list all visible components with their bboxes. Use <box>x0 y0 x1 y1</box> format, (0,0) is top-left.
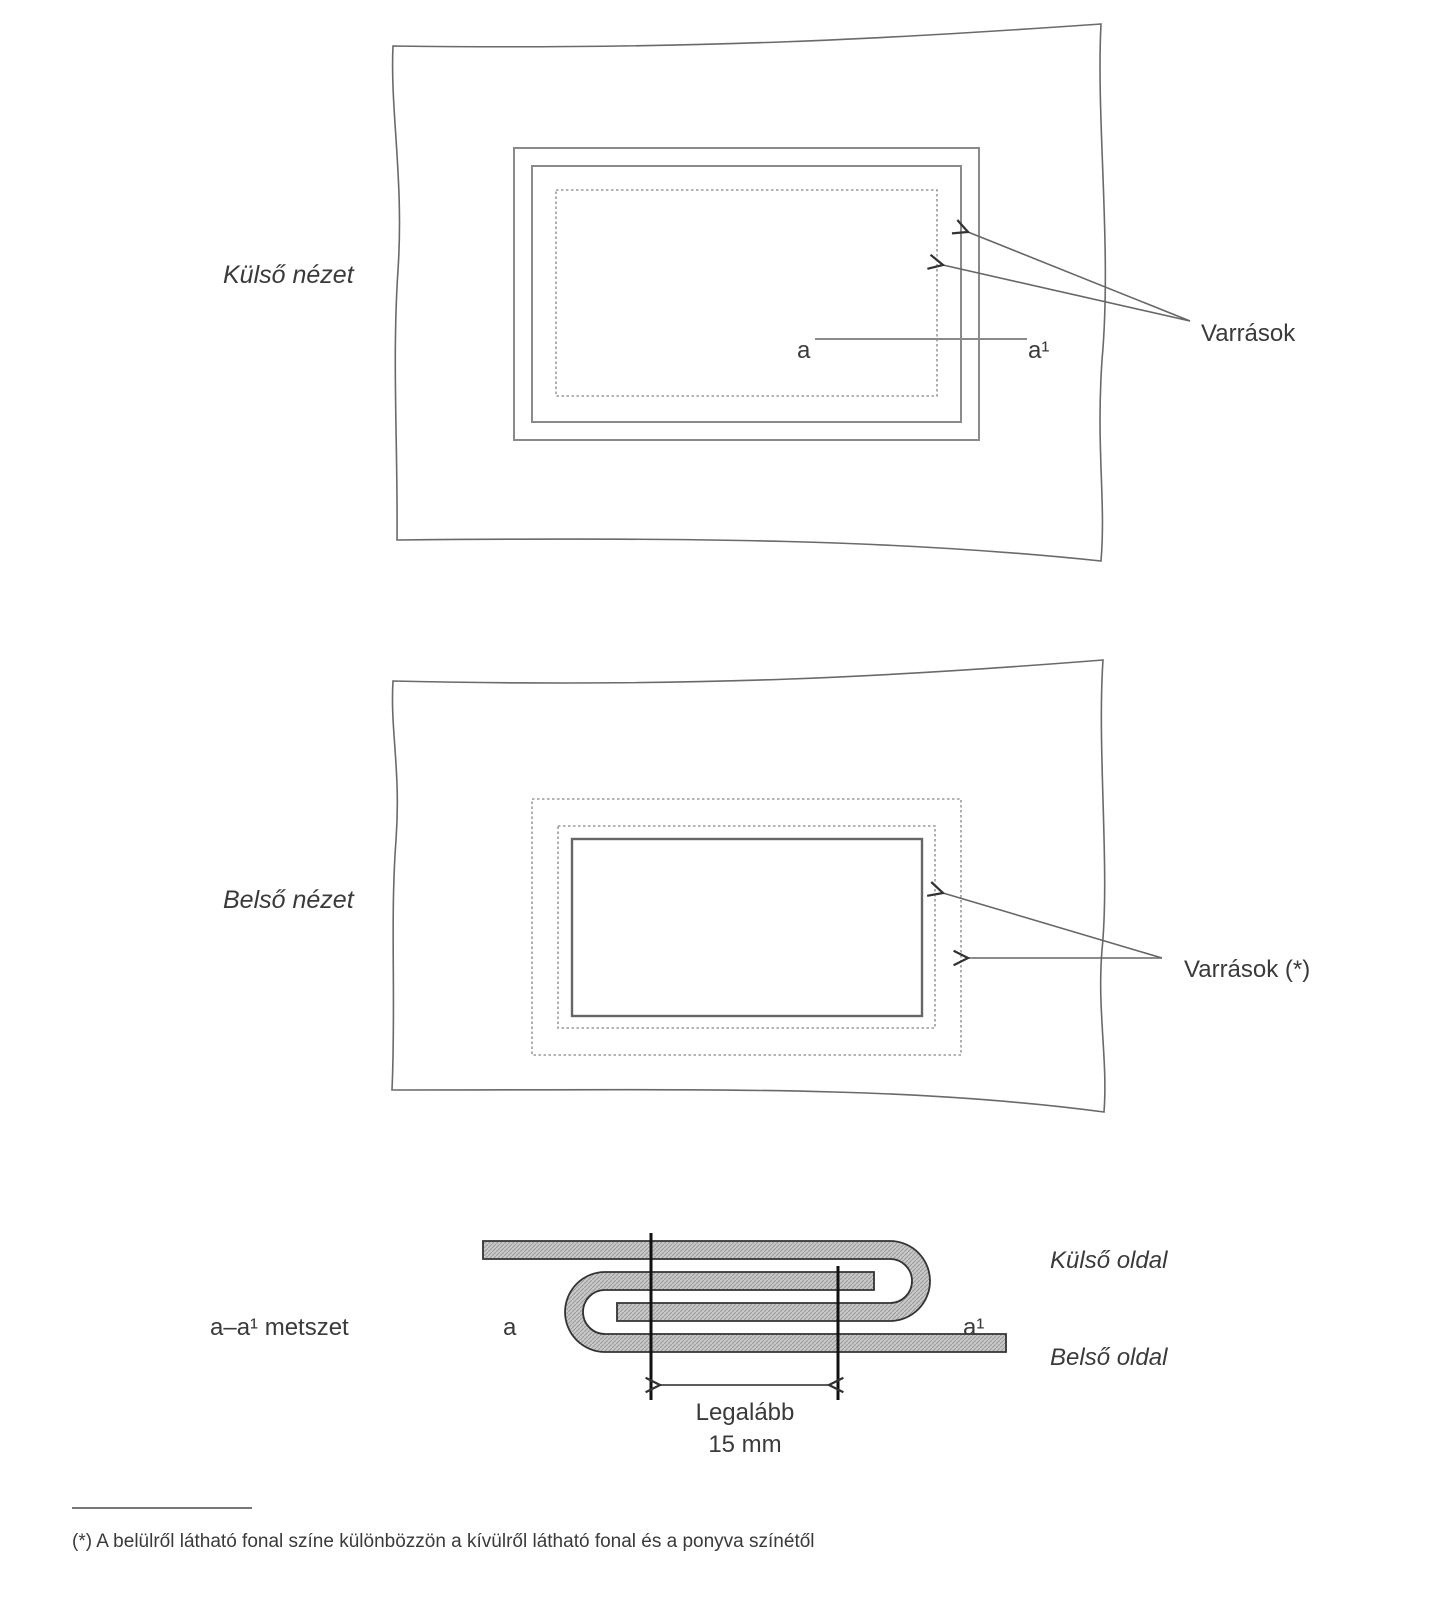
inner-view-seam-inner <box>557 825 936 1029</box>
inner-view-seam-outer <box>531 798 962 1056</box>
outer-view: a a¹ Külső nézet Varrások <box>223 23 1296 562</box>
outer-view-seam-leader-2 <box>943 265 1191 322</box>
section-view: Legalább 15 mm a–a¹ metszet a a¹ Külső o… <box>210 1233 1168 1458</box>
inner-view-seams-label: Varrások (*) <box>1184 956 1310 983</box>
section-inner-side-label: Belső oldal <box>1050 1344 1168 1371</box>
section-patch-fold <box>564 1271 1007 1353</box>
section-label: a–a¹ metszet <box>210 1314 349 1341</box>
outer-view-seam-inner <box>555 189 938 397</box>
section-end-a1-label: a¹ <box>963 1314 984 1341</box>
inner-view-seam-leader-1 <box>943 893 1163 959</box>
inner-view: Belső nézet Varrások (*) <box>223 659 1310 1113</box>
outer-view-patch-outer-edge <box>513 147 980 441</box>
section-outer-side-label: Külső oldal <box>1050 1247 1168 1274</box>
section-outer-fabric-fold <box>482 1240 931 1322</box>
section-dimension-text-2: 15 mm <box>708 1431 781 1458</box>
footnote: (*) A belülről látható fonal színe külön… <box>72 1507 815 1552</box>
outer-view-fabric-sheet <box>391 23 1107 562</box>
footnote-text: (*) A belülről látható fonal színe külön… <box>72 1531 815 1552</box>
section-end-a-label: a <box>503 1314 517 1341</box>
inner-view-label: Belső nézet <box>223 886 355 914</box>
outer-view-cut-end-label: a¹ <box>1028 337 1049 364</box>
section-dimension-text-1: Legalább <box>696 1399 795 1426</box>
outer-view-label: Külső nézet <box>223 261 355 289</box>
inner-view-fabric-sheet <box>391 659 1106 1113</box>
outer-view-seam-leader-1 <box>968 232 1191 322</box>
inner-view-opening-edge <box>570 837 924 1018</box>
outer-view-cut-start-label: a <box>797 337 811 364</box>
outer-view-seams-label: Varrások <box>1201 320 1296 347</box>
outer-view-seam-outer <box>531 165 962 423</box>
